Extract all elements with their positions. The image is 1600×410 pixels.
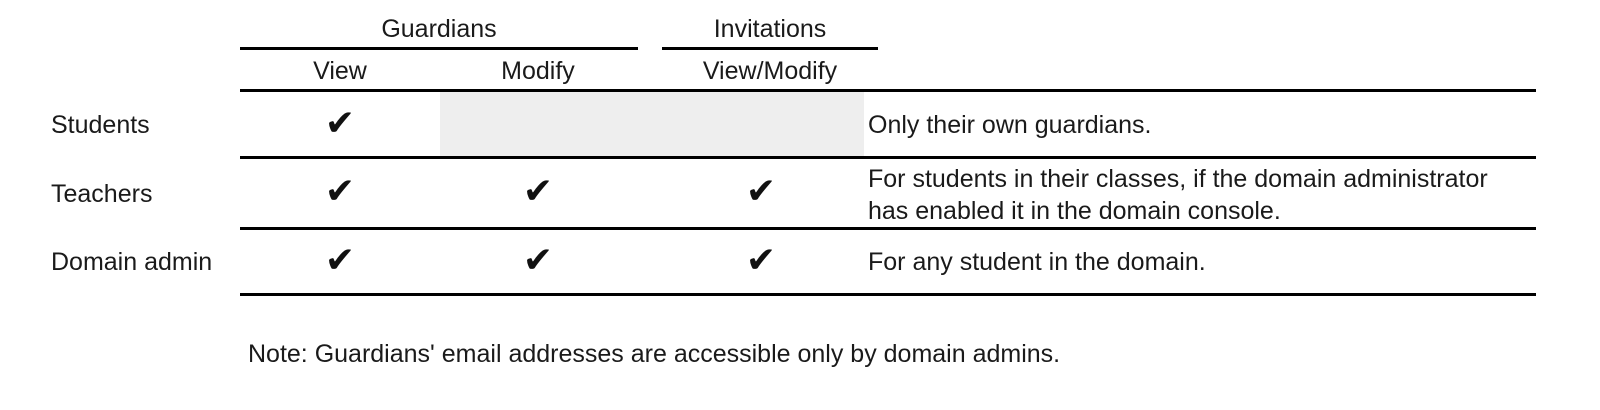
note-domain-admin-line-1: For any student in the domain. [868,248,1206,276]
footnote-note: Note: Guardians' email addresses are acc… [248,340,1061,368]
row-label-teachers: Teachers [51,180,153,208]
cell-students-modify-disabled [440,92,864,156]
table-rule-header-bottom [240,89,1536,92]
column-group-guardians-label: Guardians [381,15,497,43]
table-rule-table-bottom [240,293,1536,296]
note-teachers-line-2: has enabled it in the domain console. [868,197,1281,225]
table-rule-after-students [240,156,1536,159]
check-domain-admin-guardians-view: ✔ [324,240,356,281]
column-group-guardians-rule [240,47,638,50]
note-students-line-1: Only their own guardians. [868,111,1152,139]
note-teachers-line-1: For students in their classes, if the do… [868,165,1488,193]
note-students: Only their own guardians. [868,109,1528,141]
column-header-guardians-view: View [313,57,367,85]
column-header-guardians-modify: Modify [501,57,575,85]
column-group-invitations: Invitations [662,13,878,49]
check-teachers-guardians-view: ✔ [324,171,356,212]
check-students-guardians-view: ✔ [324,103,356,144]
check-domain-admin-invitations-view-modify: ✔ [745,240,777,281]
column-header-invitations-view-modify: View/Modify [702,57,838,85]
check-teachers-guardians-modify: ✔ [522,171,554,212]
note-teachers: For students in their classes, if the do… [868,163,1528,227]
table-rule-after-teachers [240,227,1536,230]
column-group-guardians: Guardians [240,13,638,49]
note-domain-admin: For any student in the domain. [868,246,1528,278]
column-group-invitations-rule [662,47,878,50]
check-domain-admin-guardians-modify: ✔ [522,240,554,281]
check-teachers-invitations-view-modify: ✔ [745,171,777,212]
row-label-domain-admin: Domain admin [51,248,213,276]
column-group-invitations-label: Invitations [713,15,827,43]
row-label-students: Students [51,111,150,139]
